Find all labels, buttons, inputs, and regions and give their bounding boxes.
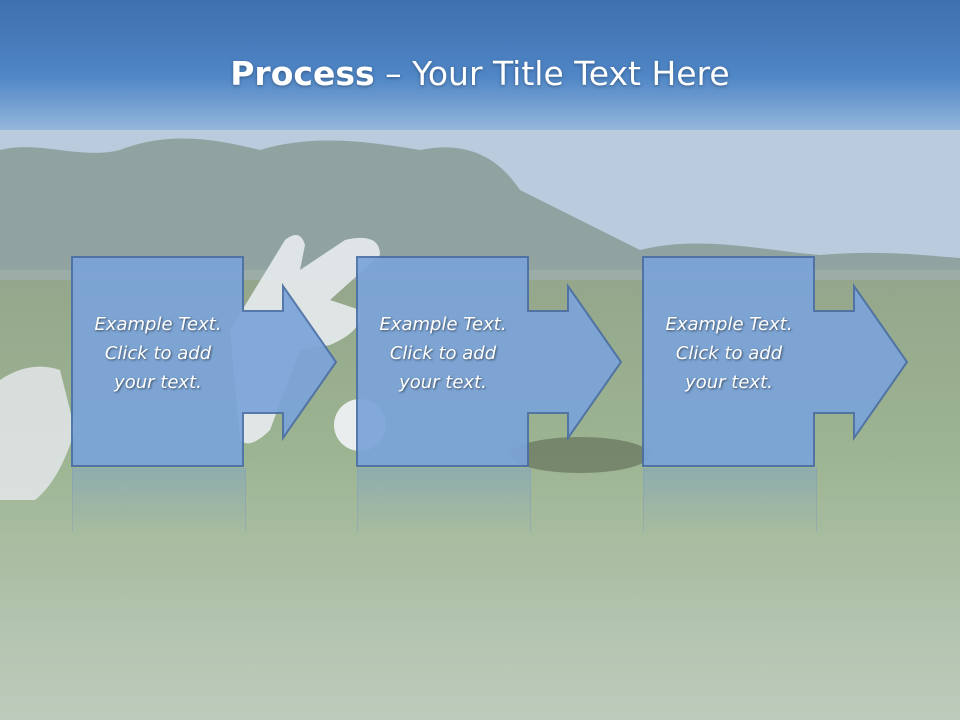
step-line-3: your text. (685, 372, 773, 393)
slide-title-bold: Process (230, 54, 375, 93)
step-line-1: Example Text. (379, 314, 507, 335)
slide-title[interactable]: Process – Your Title Text Here (0, 52, 960, 96)
process-step-2-reflection (357, 468, 531, 532)
step-line-1: Example Text. (665, 314, 793, 335)
process-step-3-text: Example Text. Click to add your text. (644, 310, 814, 397)
arrow-box-shape (71, 256, 338, 467)
process-step-1-reflection (72, 468, 246, 532)
slide-title-rest: – Your Title Text Here (374, 54, 730, 93)
step-line-3: your text. (114, 372, 202, 393)
process-step-1-text: Example Text. Click to add your text. (73, 310, 243, 397)
arrow-box-shape (642, 256, 909, 467)
arrow-box-shape (356, 256, 623, 467)
step-line-1: Example Text. (94, 314, 222, 335)
step-line-2: Click to add (104, 343, 212, 364)
process-step-2-text: Example Text. Click to add your text. (358, 310, 528, 397)
step-line-2: Click to add (389, 343, 497, 364)
step-line-2: Click to add (675, 343, 783, 364)
process-step-2[interactable]: Example Text. Click to add your text. (356, 256, 626, 468)
process-step-1[interactable]: Example Text. Click to add your text. (71, 256, 341, 468)
process-step-3-reflection (643, 468, 817, 532)
step-line-3: your text. (399, 372, 487, 393)
process-step-3[interactable]: Example Text. Click to add your text. (642, 256, 912, 468)
